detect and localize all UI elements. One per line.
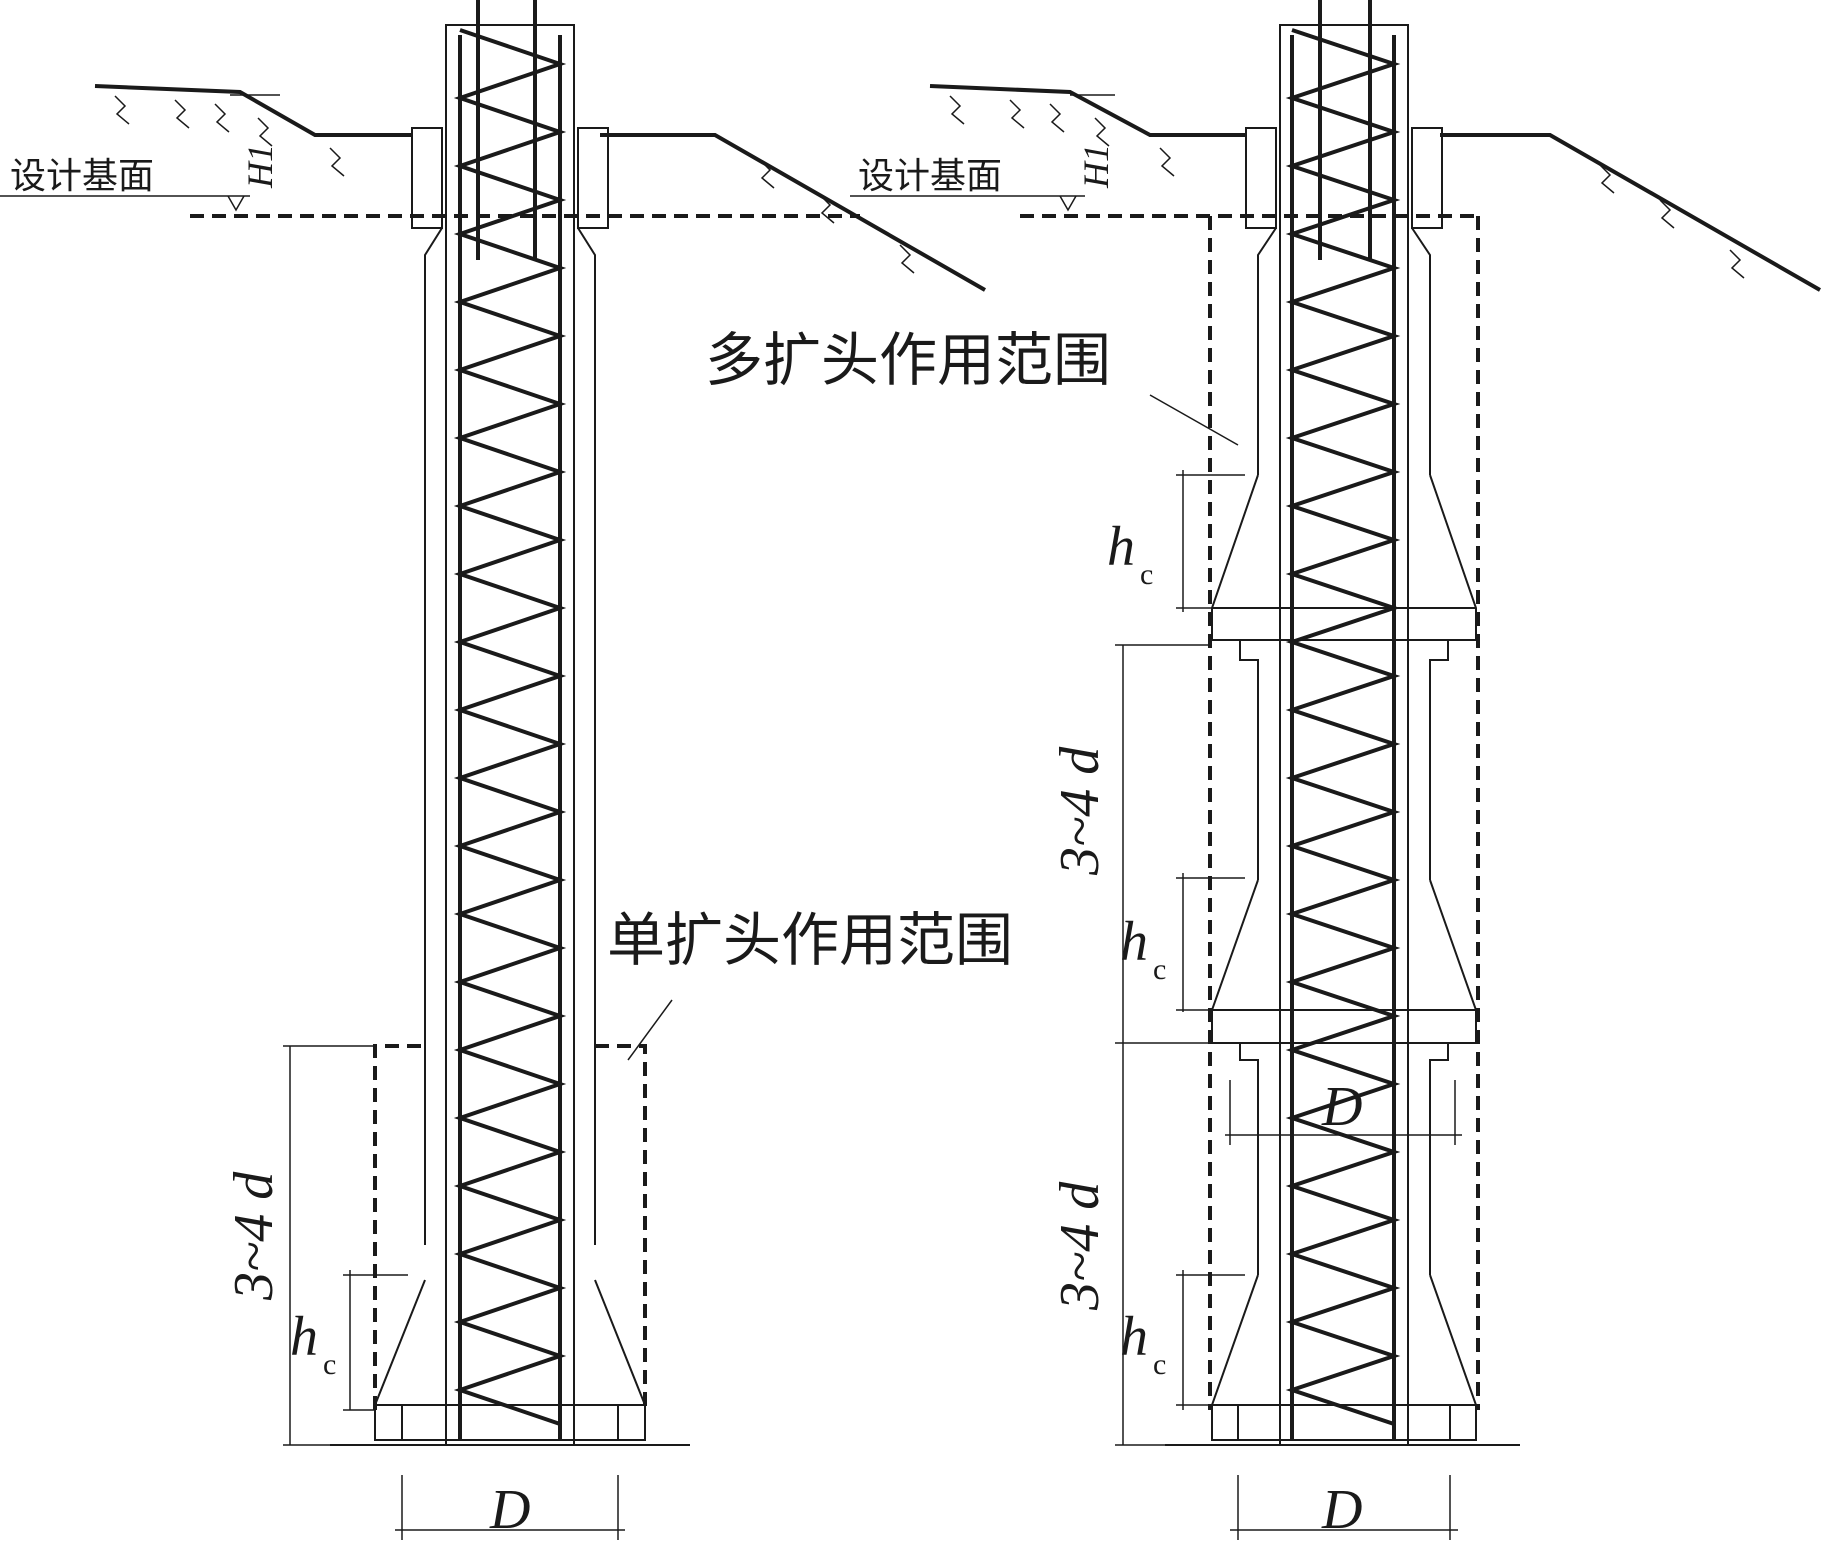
right-inner-diameter-label: D [1321, 1076, 1362, 1138]
right-pile: 设计基面 H1 多扩头作用范围 3~4 d 3~4 d h c h c h c … [705, 0, 1821, 1541]
right-spiral-rebar [1285, 28, 1401, 1426]
left-pile: 设计基面 H1 单扩头作用范围 3~4 d h c D [0, 0, 1013, 1541]
right-diameter-label: D [1321, 1479, 1362, 1541]
right-pile-body [1165, 24, 1520, 1446]
left-hc-label: h [290, 1306, 318, 1368]
left-ground-surface [94, 84, 986, 292]
left-hc-subscript: c [323, 1348, 336, 1381]
right-soil-hatch [949, 95, 1745, 279]
right-hc-subscript-2: c [1153, 953, 1166, 986]
right-dimensions [1115, 470, 1462, 1540]
left-h1-label: H1 [240, 144, 280, 189]
right-base-marker-icon [1059, 195, 1077, 212]
left-range-label: 单扩头作用范围 [607, 906, 1013, 974]
left-spiral-rebar [453, 28, 567, 1426]
right-spacing-label-upper: 3~4 d [1049, 746, 1111, 876]
right-design-base-label: 设计基面 [858, 156, 1002, 197]
right-hc-label-3: h [1120, 1306, 1148, 1368]
right-range-label: 多扩头作用范围 [705, 326, 1111, 394]
right-rebar-cage [1285, 0, 1401, 1440]
left-pile-body [330, 24, 690, 1446]
right-range-dashed [1208, 216, 1480, 1410]
left-base-marker-icon [227, 195, 245, 212]
right-hc-subscript-3: c [1153, 1348, 1166, 1381]
right-h1-label: H1 [1076, 144, 1116, 189]
right-spacing-label-lower: 3~4 d [1049, 1181, 1111, 1311]
left-diameter-label: D [489, 1479, 530, 1541]
left-soil-hatch [114, 95, 915, 274]
right-hc-label-1: h [1107, 516, 1135, 578]
left-dimensions [283, 1045, 625, 1540]
right-ground-surface [929, 84, 1821, 292]
left-spacing-label: 3~4 d [223, 1171, 285, 1301]
right-hc-subscript-1: c [1140, 558, 1153, 591]
left-design-base-label: 设计基面 [10, 156, 154, 197]
left-rebar-cage [453, 0, 567, 1440]
right-hc-label-2: h [1120, 911, 1148, 973]
